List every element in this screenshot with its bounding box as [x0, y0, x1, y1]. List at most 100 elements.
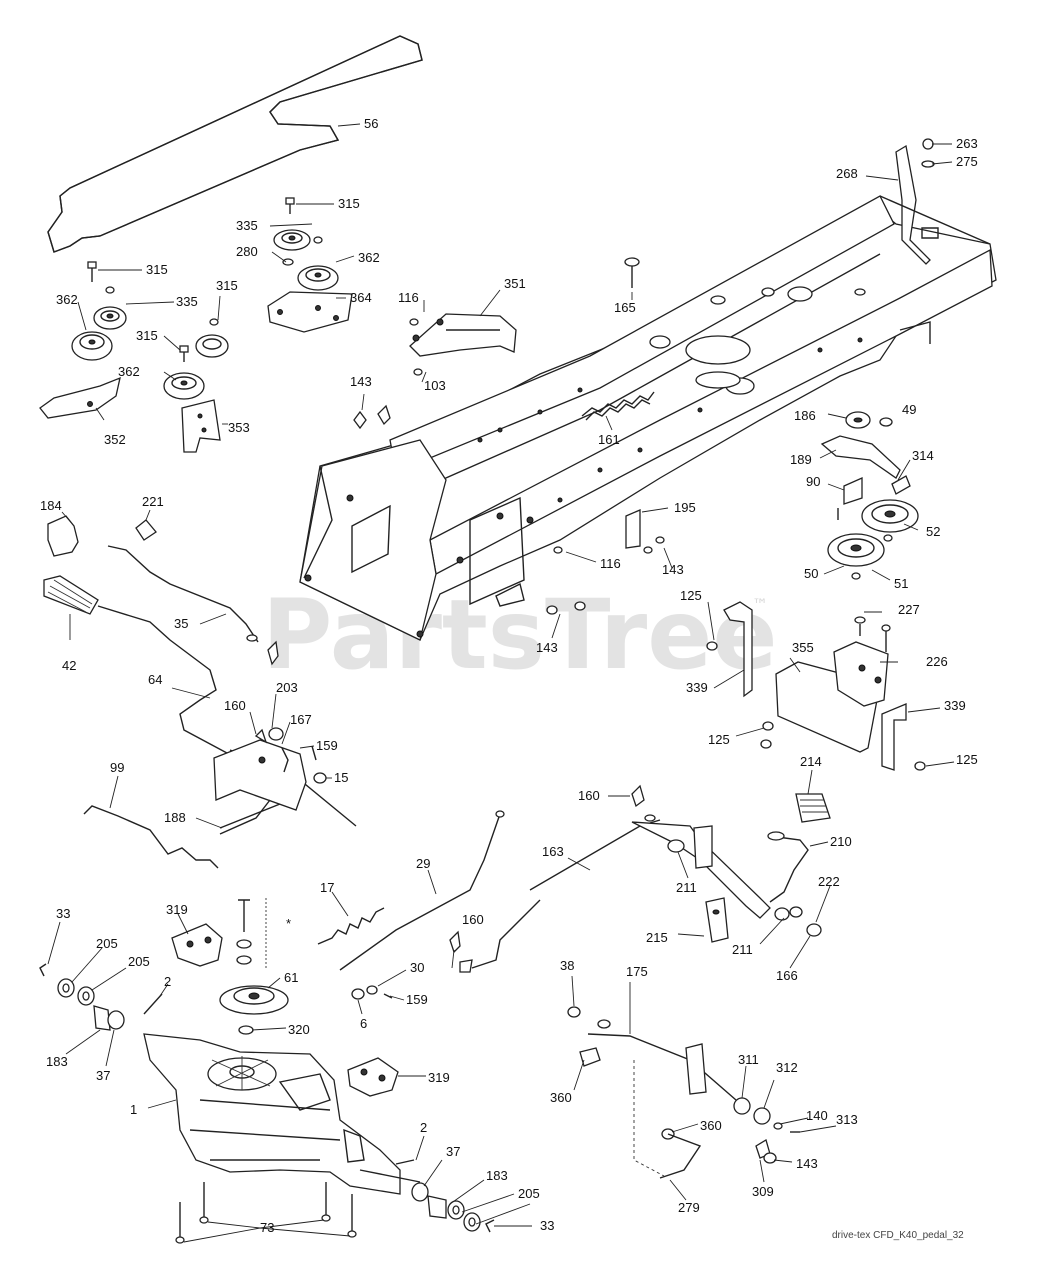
callout-116: 116 — [398, 290, 419, 305]
callout-51: 51 — [894, 576, 908, 591]
callout-175: 175 — [626, 964, 648, 979]
callout-90: 90 — [806, 474, 820, 489]
callout-159: 159 — [316, 738, 338, 753]
callout-320: 320 — [288, 1022, 310, 1037]
brake-shaft-assembly — [567, 1006, 800, 1179]
callout-210: 210 — [830, 834, 852, 849]
callout-15: 15 — [334, 770, 348, 785]
callout-33: 33 — [540, 1218, 554, 1233]
callout-140: 140 — [806, 1108, 828, 1123]
callout-64: 64 — [148, 672, 162, 687]
callout-203: 203 — [276, 680, 298, 695]
callout-351: 351 — [504, 276, 526, 291]
callout-125: 125 — [680, 588, 702, 603]
spring-161 — [581, 391, 655, 421]
callout-319: 319 — [166, 902, 188, 917]
callout-362: 362 — [118, 364, 140, 379]
callout-2: 2 — [420, 1120, 427, 1135]
callout-6: 6 — [360, 1016, 367, 1031]
idler-pulley-group-top — [267, 197, 353, 333]
callout-161: 161 — [598, 432, 620, 447]
callout-319: 319 — [428, 1070, 450, 1085]
drive-belt — [47, 35, 423, 253]
callout-335: 335 — [176, 294, 198, 309]
callout-312: 312 — [776, 1060, 798, 1075]
callout-33: 33 — [56, 906, 70, 921]
callout-125: 125 — [708, 732, 730, 747]
callout-166: 166 — [776, 968, 798, 983]
callout-184: 184 — [40, 498, 62, 513]
callout-143: 143 — [662, 562, 684, 577]
callout-339: 339 — [944, 698, 966, 713]
callout-227: 227 — [898, 602, 920, 617]
callout-143: 143 — [796, 1156, 818, 1171]
callout-52: 52 — [926, 524, 940, 539]
pedal-linkage — [529, 784, 831, 943]
callout-165: 165 — [614, 300, 636, 315]
callout-99: 99 — [110, 760, 124, 775]
callout-226: 226 — [926, 654, 948, 669]
callout-159: 159 — [406, 992, 428, 1007]
callout-355: 355 — [792, 640, 814, 655]
callout-49: 49 — [902, 402, 916, 417]
callout-309: 309 — [752, 1184, 774, 1199]
transaxle-assembly — [39, 898, 495, 1244]
callout-143: 143 — [350, 374, 372, 389]
callout-160: 160 — [224, 698, 246, 713]
callout-314: 314 — [912, 448, 934, 463]
leader-lines — [47, 123, 955, 1243]
callout-195: 195 — [674, 500, 696, 515]
callout-315: 315 — [146, 262, 168, 277]
callout-103: 103 — [424, 378, 446, 393]
left-linkage — [43, 515, 357, 869]
callout-221: 221 — [142, 494, 164, 509]
callout-188: 188 — [164, 810, 186, 825]
callout-222: 222 — [818, 874, 840, 889]
callout-38: 38 — [560, 958, 574, 973]
reference-code: drive-tex CFD_K40_pedal_32 — [832, 1230, 964, 1241]
callout-205: 205 — [518, 1186, 540, 1201]
callout-183: 183 — [46, 1054, 68, 1069]
callout-311: 311 — [738, 1052, 759, 1067]
callout-315: 315 — [338, 196, 360, 211]
callout-183: 183 — [486, 1168, 508, 1183]
callout-275: 275 — [956, 154, 978, 169]
callout-37: 37 — [446, 1144, 460, 1159]
callout-268: 268 — [836, 166, 858, 181]
callout-362: 362 — [358, 250, 380, 265]
callout-42: 42 — [62, 658, 76, 673]
callout-1: 1 — [130, 1102, 137, 1117]
bolt-165 — [624, 257, 640, 288]
callout-214: 214 — [800, 754, 822, 769]
callout-30: 30 — [410, 960, 424, 975]
callout-186: 186 — [794, 408, 816, 423]
callout-160: 160 — [578, 788, 600, 803]
bracket-195 — [546, 509, 665, 615]
callout-37: 37 — [96, 1068, 110, 1083]
callout-asterisk: * — [286, 916, 291, 931]
callout-56: 56 — [364, 116, 378, 131]
callout-364: 364 — [350, 290, 372, 305]
callout-280: 280 — [236, 244, 258, 259]
callout-360: 360 — [700, 1118, 722, 1133]
main-frame — [299, 144, 997, 641]
right-pulley-assembly — [820, 411, 919, 580]
callout-315: 315 — [136, 328, 158, 343]
callout-116: 116 — [600, 556, 621, 571]
callout-50: 50 — [804, 566, 818, 581]
callout-263: 263 — [956, 136, 978, 151]
bracket-351 — [409, 313, 517, 376]
callout-211: 211 — [732, 942, 753, 957]
callout-335: 335 — [236, 218, 258, 233]
callout-167: 167 — [290, 712, 312, 727]
rear-hitch-plate — [706, 601, 926, 771]
callout-215: 215 — [646, 930, 668, 945]
callout-160: 160 — [462, 912, 484, 927]
callout-362: 362 — [56, 292, 78, 307]
callout-163: 163 — [542, 844, 564, 859]
idler-pulley-group-left — [39, 261, 229, 453]
callout-2: 2 — [164, 974, 171, 989]
center-rods — [317, 810, 541, 1000]
callout-labels: 56 315 335 280 362 364 263 275 268 315 3… — [40, 116, 978, 1235]
callout-360: 360 — [550, 1090, 572, 1105]
